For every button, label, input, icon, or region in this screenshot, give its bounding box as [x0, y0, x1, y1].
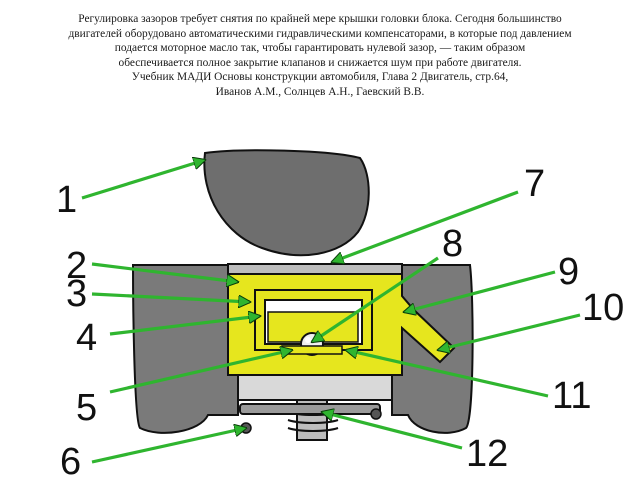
arrow-4: [109, 316, 260, 336]
caption: Регулировка зазоров требует снятия по кр…: [20, 12, 620, 99]
label-11: 11: [552, 375, 591, 417]
label-12: 12: [466, 433, 508, 475]
plunger-oil: [267, 311, 359, 343]
arrow-12: [322, 412, 463, 450]
label-6: 6: [60, 441, 81, 480]
caption-line: подается моторное масло так, чтобы гаран…: [114, 42, 526, 54]
check-ball-highlight: [305, 337, 311, 343]
lower-chamber: [237, 374, 393, 401]
caption-authors: Иванов А.М., Солнцев А.Н., Гаевский В.В.: [215, 85, 425, 98]
retainer-pin-right: [370, 408, 382, 420]
label-9: 9: [558, 251, 579, 293]
arrow-10: [438, 313, 581, 350]
label-5: 5: [76, 387, 97, 429]
caption-line: Регулировка зазоров требует снятия по кр…: [78, 13, 562, 25]
label-2: 2: [66, 245, 87, 287]
arrow-8: [312, 256, 439, 342]
label-1: 1: [56, 179, 77, 221]
label-3: 3: [66, 273, 87, 315]
arrow-9: [404, 270, 556, 312]
spring-retainer: [239, 403, 381, 415]
label-10: 10: [582, 287, 624, 329]
arrow-1: [81, 160, 205, 200]
label-4: 4: [76, 317, 97, 359]
arrow-6: [91, 428, 246, 464]
leader-arrows: [81, 160, 581, 464]
tappet-cap: [227, 263, 403, 275]
label-8: 8: [442, 223, 463, 265]
caption-source: Учебник МАДИ Основы конструкции автомоби…: [131, 71, 509, 83]
arrow-3: [91, 292, 250, 302]
arrow-2: [91, 262, 238, 282]
arrow-7: [332, 190, 519, 262]
arrow-11: [346, 350, 549, 398]
arrow-5: [109, 350, 292, 394]
housing-left: [131, 264, 239, 434]
camshaft-lobe: [203, 149, 370, 257]
label-7: 7: [524, 163, 545, 205]
caption-line: двигателей оборудовано автоматическими г…: [68, 27, 572, 40]
caption-line: обеспечивается полное закрытие клапанов …: [118, 56, 522, 69]
